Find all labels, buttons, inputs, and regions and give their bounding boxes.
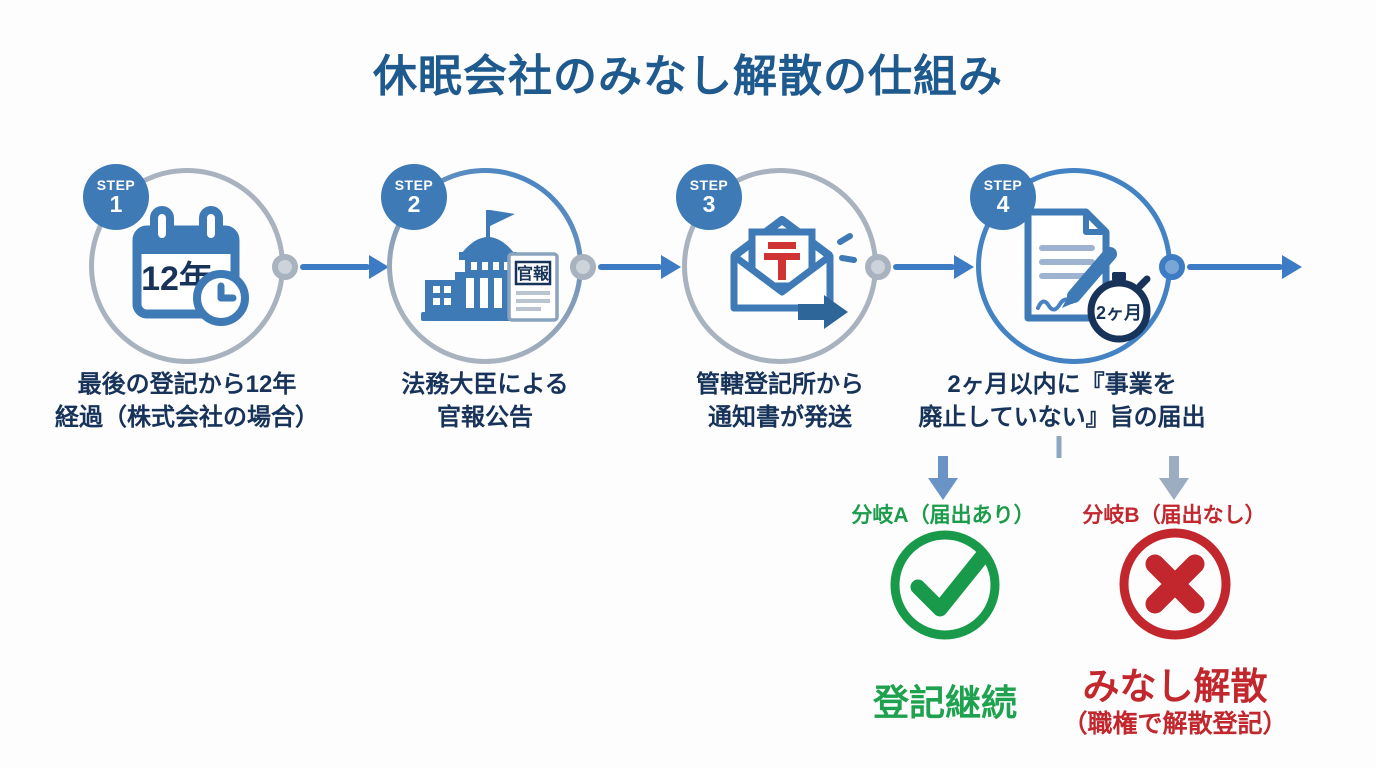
step-1-badge-label: STEP <box>96 176 136 193</box>
branch-a-arrow <box>928 456 958 500</box>
check-circle-icon <box>885 525 1005 650</box>
page-title: 休眠会社のみなし解散の仕組み <box>373 52 1003 101</box>
step-1-caption: 最後の登記から12年 経過（株式会社の場合） <box>37 368 337 434</box>
step-4-caption-line2: 廃止していない』旨の届出 <box>918 404 1206 431</box>
step-2-caption-line1: 法務大臣による <box>401 371 569 398</box>
step-4-badge: STEP 4 <box>970 164 1036 230</box>
branch-connector <box>900 436 1220 511</box>
arrow-step1-to-step2 <box>300 255 389 279</box>
cross-circle-icon <box>1115 524 1235 649</box>
step-3-node-dot <box>865 254 891 280</box>
forward-arrow <box>798 295 848 329</box>
step-2-badge-number: 2 <box>407 191 421 218</box>
stopwatch: 2ヶ月 <box>1087 272 1151 343</box>
step-4-badge-label: STEP <box>983 176 1023 193</box>
government-building-icon: 官報 <box>413 192 563 347</box>
step-1-badge-number: 1 <box>109 191 123 218</box>
step-4-caption-line1: 2ヶ月以内に『事業を <box>947 371 1177 398</box>
step-4-caption: 2ヶ月以内に『事業を 廃止していない』旨の届出 <box>912 368 1212 434</box>
arrow-step2-to-step3 <box>598 255 681 279</box>
step-1-node-dot <box>272 254 298 280</box>
notification-mail-icon <box>710 198 860 343</box>
step-2-caption-line2: 官報公告 <box>437 404 533 431</box>
branch-a-label: 分岐A（届出あり） <box>851 504 1035 527</box>
step-1-caption-line1: 最後の登記から12年 <box>77 371 297 398</box>
postal-mark <box>764 242 800 280</box>
step-3-caption-line2: 通知書が発送 <box>708 404 852 431</box>
step-3-caption-line1: 管轄登記所から <box>696 371 864 398</box>
arrow-step4-onward <box>1187 255 1302 279</box>
step-4-badge-number: 4 <box>996 191 1010 218</box>
step-2-badge: STEP 2 <box>381 164 447 230</box>
step-2-badge-label: STEP <box>394 176 434 193</box>
step-3-badge: STEP 3 <box>676 164 742 230</box>
step-4-node-dot <box>1159 254 1185 280</box>
branch-b-result: みなし解散 <box>1082 666 1268 707</box>
branch-b-note: （職権で解散登記） <box>1062 710 1288 738</box>
branch-a-result: 登記継続 <box>872 682 1017 723</box>
document-signing-stopwatch-icon: 2ヶ月 <box>1000 196 1156 351</box>
pen-body <box>1067 247 1117 303</box>
step-1-badge: STEP 1 <box>83 164 149 230</box>
calendar-clock-icon: 12年 <box>127 204 251 333</box>
branch-b-arrow <box>1159 456 1189 500</box>
step-3-caption: 管轄登記所から 通知書が発送 <box>630 368 930 434</box>
stopwatch-label: 2ヶ月 <box>1096 303 1142 323</box>
step-3-badge-number: 3 <box>702 191 716 218</box>
step-2-caption: 法務大臣による 官報公告 <box>335 368 635 434</box>
branch-b-label: 分岐B（届出なし） <box>1082 504 1266 527</box>
step-3-badge-label: STEP <box>689 176 729 193</box>
step-2-node-dot <box>570 254 596 280</box>
pen-nib <box>1062 292 1076 308</box>
step-1-caption-line2: 経過（株式会社の場合） <box>55 404 319 431</box>
arrow-step3-to-step4 <box>893 255 974 279</box>
kanpo-paper-label: 官報 <box>517 264 550 283</box>
